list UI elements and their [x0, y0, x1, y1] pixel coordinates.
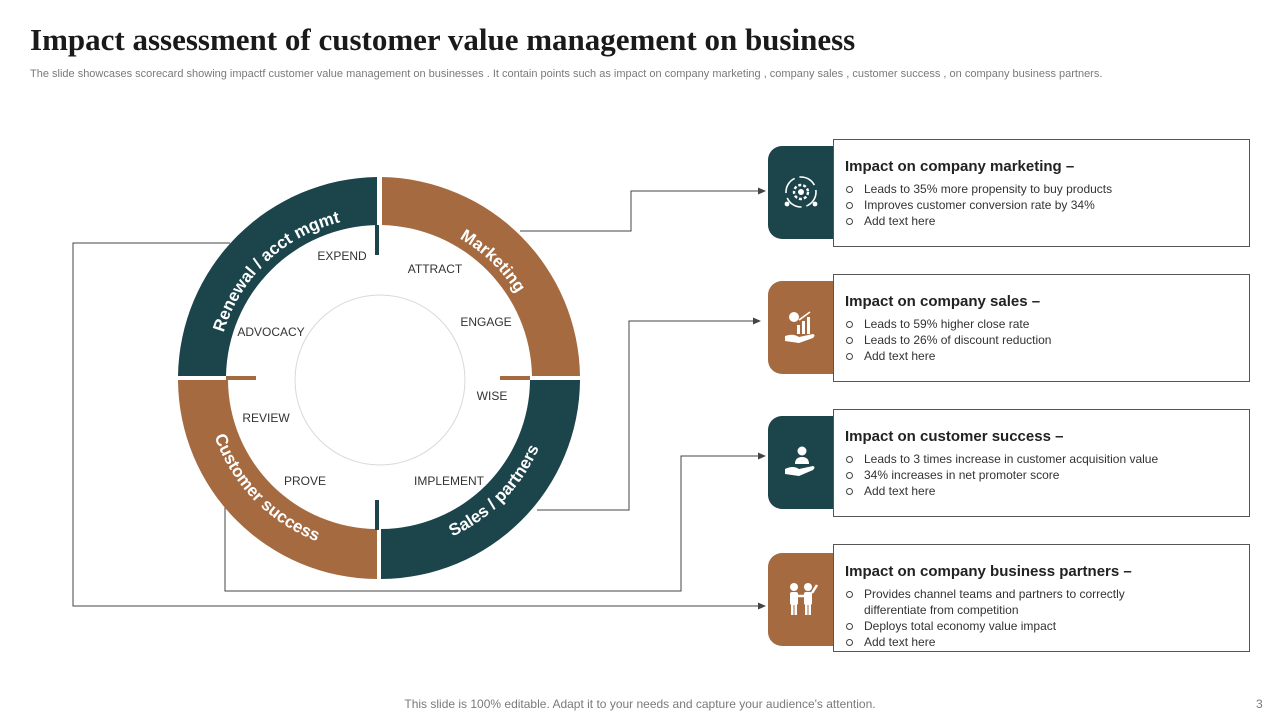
partners-icon: [790, 583, 819, 615]
card-title-marketing: Impact on company marketing –: [845, 158, 1075, 175]
stage-attract: ATTRACT: [408, 262, 463, 276]
ring-tick-right: [500, 376, 530, 380]
bullet-item: Add text here: [845, 483, 1158, 499]
ring-tick-left: [226, 376, 256, 380]
bullet-item: Leads to 35% more propensity to buy prod…: [845, 181, 1112, 197]
card-bullets-marketing: Leads to 35% more propensity to buy prod…: [845, 181, 1112, 229]
ring-tick-bottom: [375, 500, 379, 530]
ring-segment-customer-success: [178, 380, 377, 579]
card-bullets-customer-success: Leads to 3 times increase in customer ac…: [845, 451, 1158, 499]
bullet-item: Add text here: [845, 634, 1125, 650]
sales-growth-icon: [785, 311, 815, 343]
customer-success-icon-box: [768, 416, 834, 509]
connector-marketing: [520, 187, 766, 232]
card-bullets-sales: Leads to 59% higher close rate Leads to …: [845, 316, 1051, 364]
connector-business-partners: [72, 242, 766, 610]
customer-care-icon: [785, 446, 815, 476]
stage-wise: WISE: [477, 389, 508, 403]
card-title-sales: Impact on company sales –: [845, 293, 1041, 310]
marketing-gear-icon: [784, 176, 818, 208]
card-customer-success: Impact on customer success – Leads to 3 …: [833, 409, 1250, 517]
stage-review: REVIEW: [242, 411, 290, 425]
card-title-business-partners: Impact on company business partners –: [845, 563, 1132, 580]
stage-advocacy: ADVOCACY: [237, 325, 304, 339]
card-business-partners: Impact on company business partners – Pr…: [833, 544, 1250, 652]
page-number: 3: [1256, 697, 1263, 711]
slide-title: Impact assessment of customer value mana…: [30, 22, 856, 57]
stage-engage: ENGAGE: [460, 315, 511, 329]
bullet-item: Improves customer conversion rate by 34%: [845, 197, 1112, 213]
card-sales: Impact on company sales – Leads to 59% h…: [833, 274, 1250, 382]
bullet-item: Deploys total economy value impact: [845, 618, 1125, 634]
slide-subtitle: The slide showcases scorecard showing im…: [30, 68, 1103, 80]
inner-circle: [294, 294, 466, 466]
ring-segment-marketing: [382, 177, 580, 376]
card-marketing: Impact on company marketing – Leads to 3…: [833, 139, 1250, 247]
marketing-icon-box: [768, 146, 834, 239]
bullet-continuation: differentiate from competition: [864, 603, 1019, 617]
connector-customer-success: [224, 452, 766, 592]
ring-segment-renewal: [178, 177, 377, 376]
stage-expend: EXPEND: [317, 249, 367, 263]
partners-icon-box: [768, 553, 834, 646]
bullet-item: Leads to 26% of discount reduction: [845, 332, 1051, 348]
stage-implement: IMPLEMENT: [414, 474, 485, 488]
card-title-customer-success: Impact on customer success –: [845, 428, 1064, 445]
connector-sales: [537, 317, 761, 511]
bullet-item: Leads to 3 times increase in customer ac…: [845, 451, 1158, 467]
bullet-item: Add text here: [845, 348, 1051, 364]
bullet-item: Leads to 59% higher close rate: [845, 316, 1051, 332]
bullet-item: 34% increases in net promoter score: [845, 467, 1158, 483]
ring-segment-sales: [381, 380, 580, 579]
card-bullets-business-partners: Provides channel teams and partners to c…: [845, 586, 1125, 650]
ring-tick-top: [375, 225, 379, 255]
bullet-item: Provides channel teams and partners to c…: [845, 586, 1125, 602]
sales-icon-box: [768, 281, 834, 374]
slide-footer: This slide is 100% editable. Adapt it to…: [404, 697, 876, 711]
stage-prove: PROVE: [284, 474, 326, 488]
bullet-item: Add text here: [845, 213, 1112, 229]
